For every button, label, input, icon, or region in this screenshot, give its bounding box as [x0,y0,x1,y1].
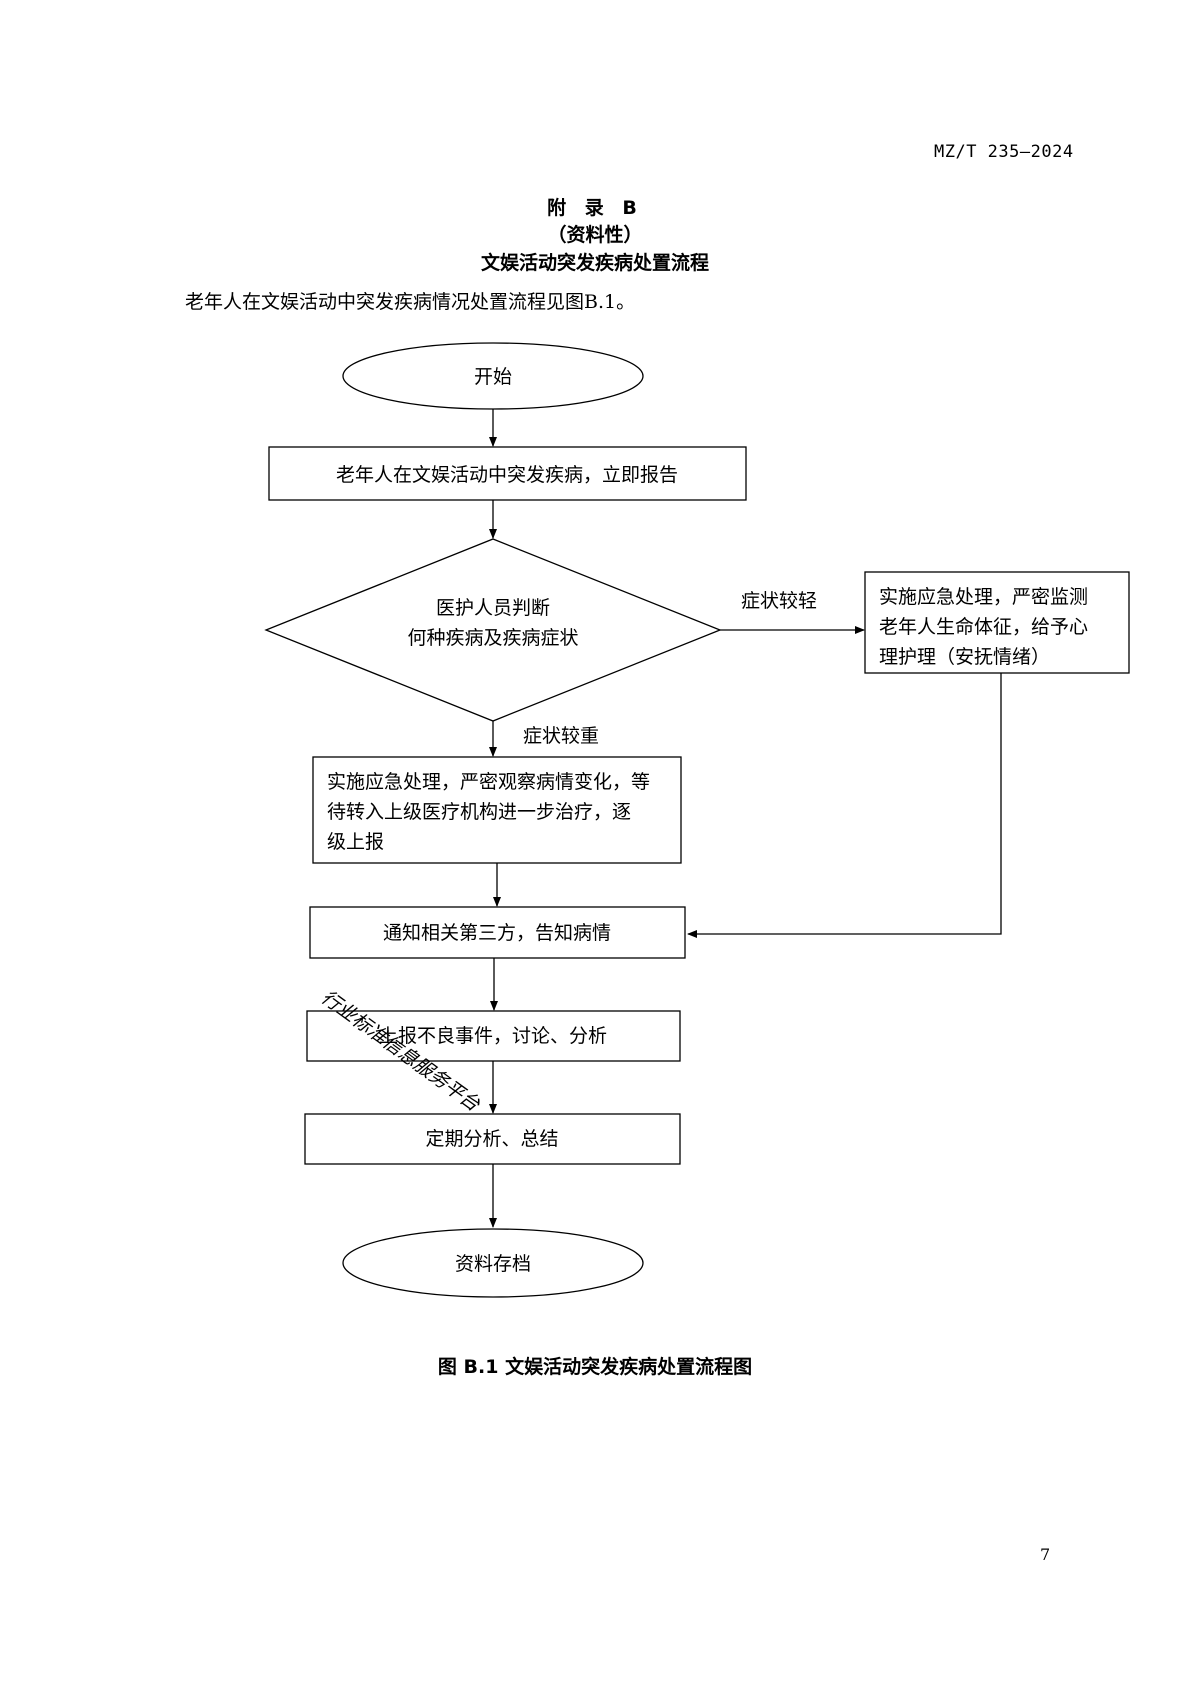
decision-label-line1: 医护人员判断 [436,597,550,619]
severe-branch-label: 症状较重 [523,725,599,747]
severe-action-line2: 待转入上级医疗机构进一步治疗，逐 [327,801,631,823]
notify-label: 通知相关第三方，告知病情 [383,922,611,944]
decision-label-line2: 何种疾病及疾病症状 [407,627,578,649]
document-code: MZ/T 235—2024 [934,142,1074,162]
report-box [268,446,747,501]
figure-caption: 图 B.1 文娱活动突发疾病处置流程图 [437,1356,753,1378]
watermark-text: 行业标准信息服务平台 [317,986,484,1116]
arrow-mild-to-notify [687,673,1002,938]
intro-paragraph: 老年人在文娱活动中突发疾病情况处置流程见图B.1。 [185,291,636,313]
summary-label: 定期分析、总结 [425,1128,558,1150]
page-number: 7 [1040,1545,1051,1564]
end-label: 资料存档 [455,1253,531,1275]
mild-action-line1: 实施应急处理，严密监测 [879,586,1088,608]
mild-action-box [864,571,1130,674]
notify-box [309,906,686,959]
severe-action-line3: 级上报 [327,831,384,853]
mild-branch-label: 症状较轻 [741,590,817,612]
report-label: 老年人在文娱活动中突发疾病，立即报告 [336,464,678,486]
start-label: 开始 [474,366,512,388]
mild-action-line2: 老年人生命体征，给予心 [879,616,1088,638]
appendix-title: 附 录 B [547,197,643,219]
watermark: 行业标准信息服务平台 [317,986,484,1116]
severe-action-line1: 实施应急处理，严密观察病情变化，等 [327,771,650,793]
report-event-label: 上报不良事件，讨论、分析 [379,1025,607,1047]
mild-action-line3: 理护理（安抚情绪） [879,646,1050,668]
end-node [342,1228,644,1298]
appendix-type: （资料性） [547,224,643,246]
appendix-heading: 文娱活动突发疾病处置流程 [480,252,709,274]
